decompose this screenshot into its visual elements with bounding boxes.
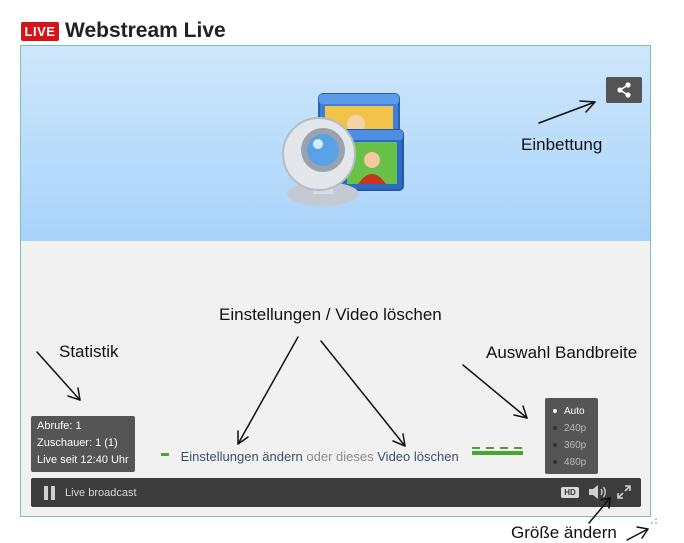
arrow-resize-right (626, 528, 649, 541)
hd-button[interactable]: HD (561, 487, 579, 498)
stat-views: Abrufe: 1 (37, 420, 82, 432)
stat-viewers: Zuschauer: 1 (1) (37, 437, 118, 449)
annotation-bandwidth: Auswahl Bandbreite (486, 343, 638, 362)
stat-live-since: Live seit 12:40 Uhr (37, 454, 129, 466)
video-area[interactable] (21, 46, 650, 241)
green-indicator (161, 453, 169, 457)
annotation-stats: Statistik (59, 342, 119, 361)
stats-box: Abrufe: 1 Zuschauer: 1 (1) Live seit 12:… (31, 416, 135, 472)
video-player: Abrufe: 1 Zuschauer: 1 (1) Live seit 12:… (20, 45, 651, 517)
bandwidth-indicator (472, 447, 523, 455)
broadcast-status: Live broadcast (65, 487, 137, 499)
share-button[interactable] (606, 77, 642, 103)
annotation-embed: Einbettung (521, 135, 603, 154)
pause-button[interactable] (44, 486, 56, 500)
annotation-resize: Größe ändern (511, 523, 617, 542)
quality-option-360p[interactable]: 360p (545, 437, 598, 454)
annotation-settings-delete: Einstellungen / Video löschen (219, 305, 442, 324)
or-this-text: oder dieses (306, 449, 374, 464)
settings-line: Einstellungen ändern oder dieses Video l… (161, 449, 459, 464)
quality-menu: Auto 240p 360p 480p (545, 398, 598, 474)
resize-grip-icon[interactable] (646, 517, 658, 527)
quality-option-480p[interactable]: 480p (545, 454, 598, 471)
live-badge: LIVE (21, 22, 59, 41)
quality-option-auto[interactable]: Auto (545, 403, 598, 420)
change-settings-link[interactable]: Einstellungen ändern (180, 449, 303, 464)
page-title: Webstream Live (65, 19, 226, 42)
webcam-users-icon (282, 93, 404, 206)
control-bar: Live broadcast HD (31, 478, 641, 507)
fullscreen-icon[interactable] (616, 484, 632, 500)
quality-option-240p[interactable]: 240p (545, 420, 598, 437)
volume-icon[interactable] (588, 484, 608, 500)
share-icon (617, 82, 631, 98)
delete-video-link[interactable]: Video löschen (377, 449, 459, 464)
